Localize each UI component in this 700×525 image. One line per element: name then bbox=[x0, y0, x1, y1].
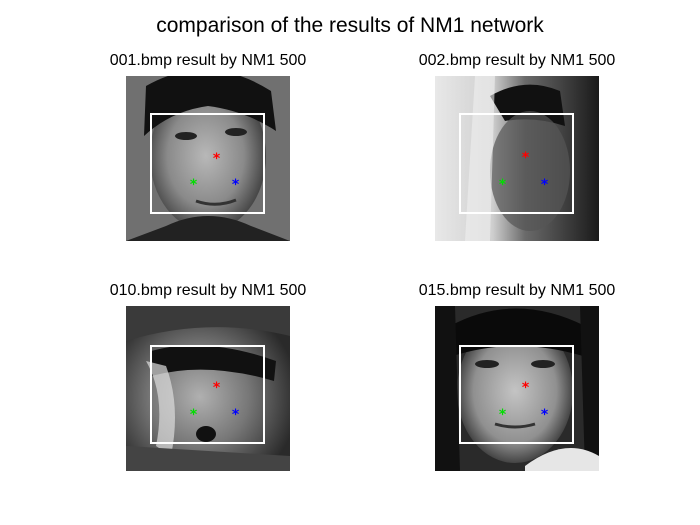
left-mouth-marker: * bbox=[498, 177, 507, 193]
right-mouth-marker: * bbox=[231, 177, 240, 193]
face-photo bbox=[126, 76, 290, 241]
panel-010: 010.bmp result by NM1 500 * * * bbox=[110, 282, 306, 471]
panel-002: 002.bmp result by NM1 500 * * * bbox=[419, 52, 615, 241]
right-mouth-marker: * bbox=[540, 177, 549, 193]
figure-title: comparison of the results of NM1 network bbox=[156, 14, 544, 37]
nose-marker: * bbox=[521, 380, 530, 396]
nose-marker: * bbox=[212, 380, 221, 396]
left-mouth-marker: * bbox=[498, 407, 507, 423]
panel-title: 001.bmp result by NM1 500 bbox=[109, 52, 307, 69]
panel-015: 015.bmp result by NM1 500 * * * bbox=[419, 282, 615, 471]
right-mouth-marker: * bbox=[540, 407, 549, 423]
detection-box bbox=[150, 345, 265, 444]
detection-box bbox=[459, 345, 574, 444]
left-mouth-marker: * bbox=[189, 177, 198, 193]
detection-box bbox=[459, 113, 574, 214]
nose-marker: * bbox=[212, 151, 221, 167]
right-mouth-marker: * bbox=[231, 407, 240, 423]
panel-title: 015.bmp result by NM1 500 bbox=[418, 282, 616, 299]
panel-001: 001.bmp result by NM1 500 * * * bbox=[110, 52, 306, 241]
detection-box bbox=[150, 113, 265, 214]
panel-title: 010.bmp result by NM1 500 bbox=[109, 282, 307, 299]
panel-title: 002.bmp result by NM1 500 bbox=[418, 52, 616, 69]
nose-marker: * bbox=[521, 150, 530, 166]
left-mouth-marker: * bbox=[189, 407, 198, 423]
